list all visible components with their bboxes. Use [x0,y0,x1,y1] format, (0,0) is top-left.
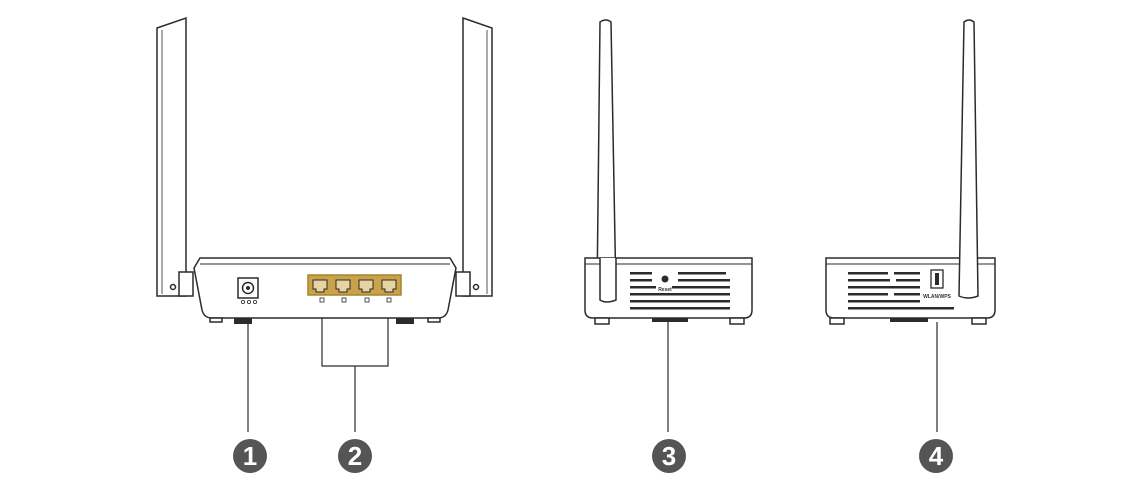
reset-button: Reset [658,275,672,293]
callout-1: 1 [233,439,267,473]
callout-3-number: 3 [662,441,676,471]
callout-4: 4 [919,439,953,473]
lan-port-4 [381,279,397,293]
lan-ports [307,274,402,303]
reset-label: Reset [658,287,672,293]
callout-2-number: 2 [348,441,362,471]
vent-slots-right [848,272,954,310]
left-antenna [156,16,194,297]
side-antenna-right [958,19,979,299]
wlan-wps-button: WLAN/WPS [923,269,952,300]
power-jack [237,277,259,304]
vent-slots-left [630,272,730,310]
leader-lines-back [247,318,389,432]
lan-port-2 [335,279,351,293]
lan-port-3 [358,279,374,293]
callout-1-number: 1 [243,441,257,471]
router-left-side-view: Reset [584,19,753,432]
callout-2: 2 [338,439,372,473]
router-right-side-view: WLAN/WPS [825,19,996,432]
callout-3: 3 [652,439,686,473]
callout-4-number: 4 [929,441,944,471]
lan-port-1 [312,279,328,293]
wlan-wps-label: WLAN/WPS [923,294,951,300]
right-antenna [455,16,493,297]
router-back-view [156,16,493,432]
side-antenna-left [596,19,617,299]
